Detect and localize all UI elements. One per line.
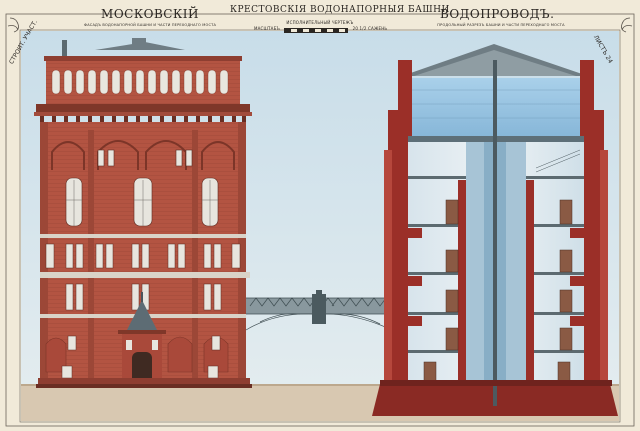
left-tower-facade (34, 38, 252, 388)
scale-value: 20 1/2 САЖЕНЬ (352, 26, 388, 31)
frame-outer (5, 13, 635, 427)
title-left: МОСКОВСКІЙ (101, 7, 199, 21)
subtitle-left: ФАСАДЪ ВОДОНАПОРНОЙ БАШНИ И ЧАСТИ ПЕРЕХО… (84, 23, 217, 27)
scale-bar (284, 28, 348, 33)
connecting-iron-bridge (245, 290, 405, 333)
right-tower-section (380, 44, 612, 406)
subtitle-center: ИСПОЛНИТЕЛЬНЫЙ ЧЕРТЕЖЪ (286, 20, 354, 25)
subtitle-right: ПРОДОЛЬНЫЙ РАЗРЕЗЪ БАШНИ И ЧАСТИ ПЕРЕХОД… (437, 23, 565, 27)
scale-label: МАСШТАБЪ (253, 26, 281, 31)
title-right: ВОДОПРОВОДЪ. (440, 7, 555, 21)
corner-ornaments (7, 17, 633, 33)
title-center: КРЕСТОВСКІЯ ВОДОНАПОРНЫЯ БАШНИ. (230, 5, 454, 15)
